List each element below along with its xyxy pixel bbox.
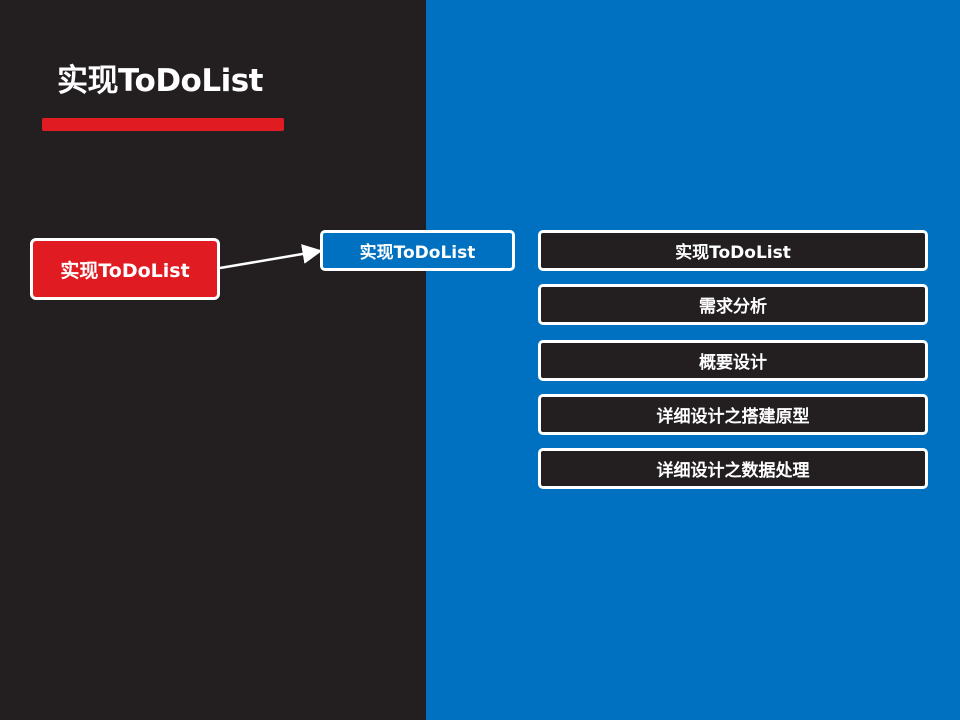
item-node: 实现ToDoList [538, 230, 928, 271]
item-node: 详细设计之数据处理 [538, 448, 928, 489]
left-panel [0, 0, 426, 720]
middle-node: 实现ToDoList [320, 230, 515, 271]
item-node: 详细设计之搭建原型 [538, 394, 928, 435]
item-node: 概要设计 [538, 340, 928, 381]
slide-title: 实现ToDoList [57, 63, 264, 99]
title-underline [42, 118, 284, 131]
root-node: 实现ToDoList [30, 238, 220, 300]
item-node: 需求分析 [538, 284, 928, 325]
